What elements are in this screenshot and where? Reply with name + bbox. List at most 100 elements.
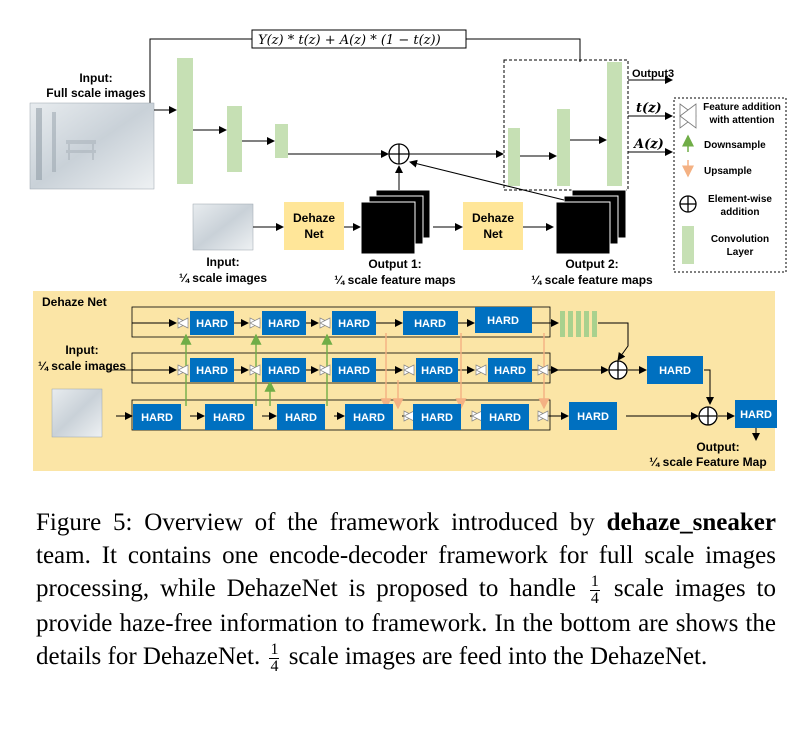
hard-block [345,404,393,430]
caption-text-1: Overview of the framework introduced by [132,509,607,536]
framework-diagram: Y(z) * t(z) + A(z) * (1 − t(z)) Input: F… [29,29,787,471]
dehaze-net-panel-title: Dehaze Net [42,295,107,309]
encoder-conv-layer-3 [275,124,288,158]
input-full-title: Input: [79,71,112,85]
hard-block [332,311,376,335]
merge-addition-2-icon [698,406,718,426]
figure-caption: Figure 5: Overview of the framework intr… [36,506,776,675]
hard-block [190,358,234,382]
bottom-input-subtitle: ¼ scale images [38,359,126,373]
output2-subtitle: ¼ scale feature maps [531,273,653,287]
merge-hard-block [647,356,703,384]
hard-label: HARD [353,412,385,424]
hard-block [190,311,234,335]
fraction-numerator-2: 1 [269,640,280,659]
hard-label: HARD [494,365,526,377]
hard-label: HARD [489,412,521,424]
caption-text-3: scale images to provide haze-free inform… [36,575,776,670]
hard-label: HARD [196,365,228,377]
hard-block [332,358,376,382]
legend-convolution: Convolution [711,234,769,245]
legend-feature-addition: Feature addition [703,102,781,113]
formula-connector-left [149,38,252,103]
output1-title: Output 1: [368,257,421,271]
hard-label: HARD [141,412,173,424]
hard-label: HARD [338,318,370,330]
encoder-conv-layer-1 [177,58,193,184]
hard-label: HARD [338,365,370,377]
dehaze-net-label-1: Dehaze [293,211,335,225]
legend-upsample: Upsample [704,166,752,177]
hard-label: HARD [196,318,228,330]
hard-label: HARD [421,365,453,377]
dehaze-net-label-2: Net [304,227,323,241]
hazy-scene-graphic [36,108,96,180]
fraction-denominator: 4 [590,589,599,607]
output3-label: Output3 [632,68,674,80]
hard-block [262,311,306,335]
figure-label: Figure 5: [36,509,133,536]
formula-connector-right [466,38,581,62]
hard-label: HARD [414,318,446,330]
legend-with-attention: with attention [709,115,775,126]
fraction-numerator: 1 [589,572,600,591]
bottom-input-image [51,388,103,438]
fraction-denominator-2: 4 [270,657,279,675]
quarter-scale-image [192,203,254,251]
decoder-conv-layer-2 [557,109,570,186]
input-quarter-subtitle: ¼ scale images [179,271,267,285]
decoder-box [503,59,629,191]
attention-icons [177,317,549,422]
hard-row-1: HARD HARD HARD HARD HARD [190,307,532,335]
hard-label: HARD [487,315,519,327]
hard-block [481,404,529,430]
hard-block [133,404,181,430]
row2-outline [131,352,551,384]
row1-conv-layers [560,311,597,337]
hard-label: HARD [268,365,300,377]
hard-label: HARD [577,411,609,423]
input-full-subtitle: Full scale images [46,86,146,100]
hard-block [475,307,532,333]
output2-feature-maps [555,189,627,255]
decoder-conv-layer-3 [607,62,622,186]
decoder-conv-layer-1 [508,128,520,186]
output1-feature-maps [360,189,431,255]
dehaze-net-block-2 [463,202,523,250]
formula-box [251,29,467,49]
dehaze-net2-label-1: Dehaze [472,211,514,225]
hard-block [416,358,458,382]
hard-label: HARD [213,412,245,424]
row1-outline [131,306,551,338]
output1-subtitle: ¼ scale feature maps [334,273,456,287]
formula-text: Y(z) * t(z) + A(z) * (1 − t(z)) [258,33,441,48]
dehaze-net-block [284,202,344,250]
bottom-output-subtitle: ¼ scale Feature Map [649,455,766,469]
hard-block [403,311,458,335]
caption-text-4: scale images are feed into the DehazeNet… [282,642,708,670]
t-label: t(z) [636,101,662,116]
merge-hard-label: HARD [659,365,691,377]
hard-row-2: HARD HARD HARD HARD HARD [190,358,532,382]
hard-block [488,358,532,382]
legend-layer: Layer [727,247,754,258]
caption-text-2: team. It contains one encode-decoder fra… [36,542,776,602]
legend-addition: addition [721,207,760,218]
hard-block [262,358,306,382]
dehaze-net2-label-2: Net [483,227,502,241]
hard-label: HARD [421,412,453,424]
feature-addition-attention-icon [679,103,697,129]
team-name: dehaze_sneaker [606,509,776,536]
hard-block [413,404,461,430]
final-hard-label: HARD [740,409,772,421]
hard-block [277,404,325,430]
final-hard-block [735,400,777,428]
input-quarter-title: Input: [206,255,239,269]
a-label: A(z) [632,137,664,152]
hard-label: HARD [285,412,317,424]
hard-label: HARD [268,318,300,330]
output2-title: Output 2: [565,257,618,271]
